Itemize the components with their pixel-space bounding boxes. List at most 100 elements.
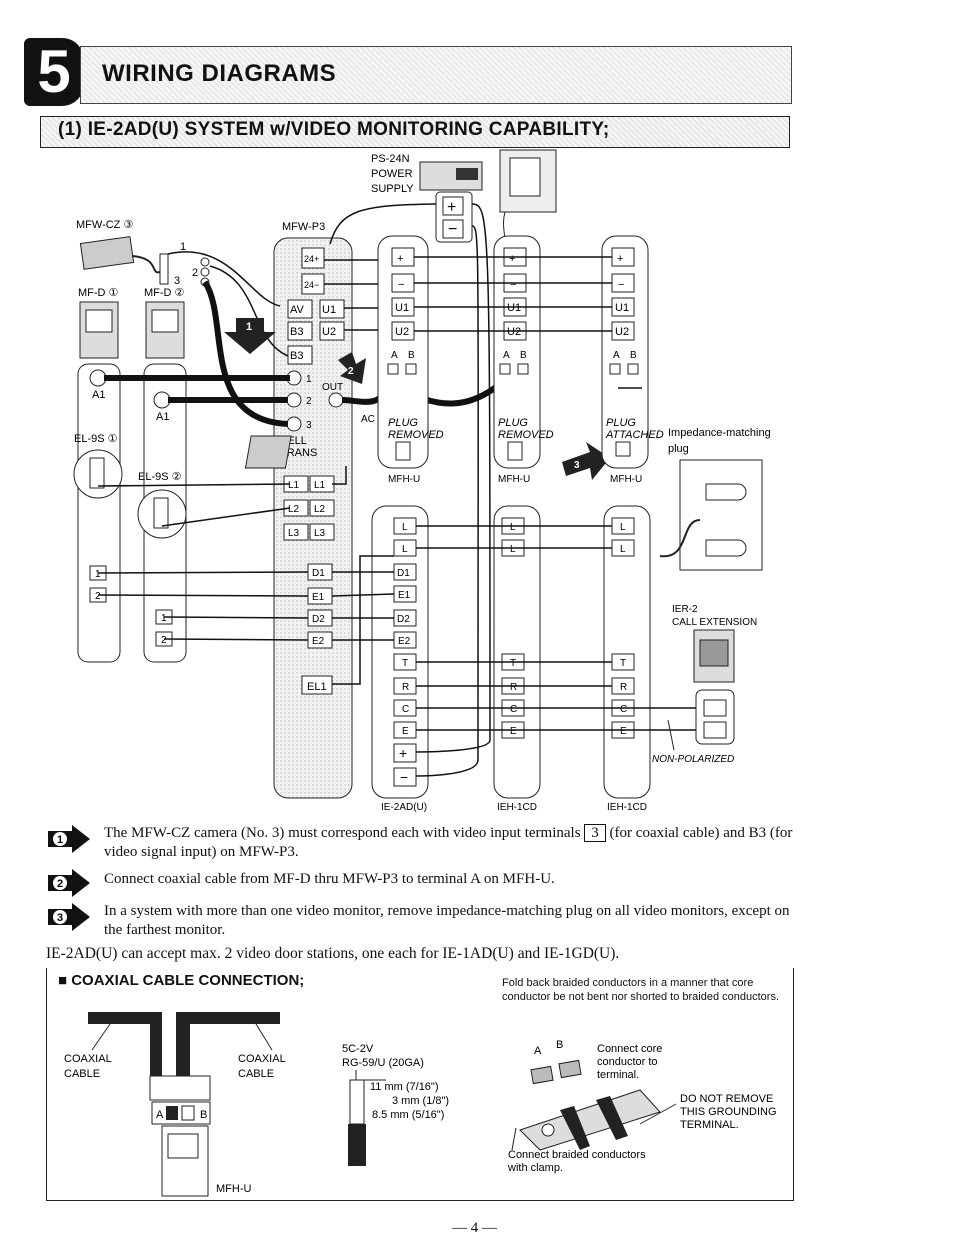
mfw-p3-label: MFW-P3	[282, 221, 325, 233]
camera-label: MFW-CZ ③	[76, 219, 133, 231]
ier2-label-1: IER-2	[672, 604, 698, 615]
mfw-b3-2: B3	[290, 350, 303, 362]
mfh2-u1: U1	[507, 302, 521, 314]
page-title: WIRING DIAGRAMS	[102, 60, 337, 87]
coax-right-label-2: CABLE	[238, 1068, 274, 1080]
ier2-label-2: CALL EXTENSION	[672, 617, 757, 628]
station-2-a1: A1	[156, 411, 169, 423]
page-number: — 4 —	[452, 1220, 497, 1236]
mfh3-plug: PLUG	[606, 417, 636, 429]
mfw-av: AV	[290, 304, 305, 316]
arrow-num-2: 2	[348, 366, 354, 377]
el9s-1-label: EL-9S ①	[74, 433, 118, 445]
el9s-2-term-2: 2	[161, 635, 167, 646]
mfh1-b: B	[408, 350, 415, 361]
coax-b-label: B	[200, 1109, 207, 1121]
terminal-block-drawing	[519, 1059, 661, 1151]
note-arrow-1-icon: 1	[48, 825, 90, 853]
mfw-l3-b: L3	[314, 528, 326, 539]
ieh2-e: E	[620, 726, 627, 737]
mfh-u-3	[601, 235, 649, 469]
ie2ad-d1: D1	[397, 568, 410, 579]
el9s-1-term-2: 2	[95, 591, 101, 602]
ieh1-c: C	[510, 704, 517, 715]
terminal-b-label: B	[556, 1039, 563, 1051]
coax-cable-shape	[88, 1012, 280, 1086]
mfh3-a: A	[613, 350, 620, 361]
note-1-text-b: (for coaxial cable) and B3 (for video si…	[104, 825, 793, 860]
station-1-a1: A1	[92, 389, 105, 401]
mfh1-a: A	[391, 350, 398, 361]
ie2ad-e1: E1	[398, 590, 411, 601]
coax-spec-1: 5C-2V	[342, 1043, 374, 1055]
power-model-label: PS-24N	[371, 153, 410, 165]
core-note-1: Connect core	[597, 1043, 662, 1055]
mfh2-a: A	[503, 350, 510, 361]
mfw-u1: U1	[322, 304, 336, 316]
mfw-coax-2: 2	[306, 396, 312, 407]
cable-num-3: 3	[174, 275, 180, 287]
coax-right-label-1: COAXIAL	[238, 1053, 286, 1065]
ieh1-l-1: L	[510, 522, 516, 533]
coax-dim-1: 11 mm (7/16")	[370, 1081, 439, 1093]
ie2ad-e2: E2	[398, 636, 411, 647]
coax-dim-3: 8.5 mm (5/16")	[372, 1109, 444, 1121]
capacity-note: IE-2AD(U) can accept max. 2 video door s…	[46, 945, 620, 962]
mfw-ac-label: AC	[361, 414, 375, 425]
mfw-d1: D1	[312, 568, 325, 579]
ie-2ad-u-label: IE-2AD(U)	[381, 802, 427, 813]
mfh1-plug: PLUG	[388, 417, 418, 429]
mfh3-u1: U1	[615, 302, 629, 314]
mfw-l1-b: L1	[314, 480, 326, 491]
section-number-badge: 5	[24, 38, 84, 106]
non-polarized-label: NON-POLARIZED	[652, 754, 734, 765]
ie2ad-l-2: L	[402, 544, 408, 555]
ieh2-r: R	[620, 682, 627, 693]
ieh1-r: R	[510, 682, 517, 693]
mfw-l2-b: L2	[314, 504, 326, 515]
arrow-3	[562, 442, 610, 480]
coax-title: ■ COAXIAL CABLE CONNECTION;	[58, 972, 305, 989]
el9s-1-term-1: 1	[95, 569, 101, 580]
mfw-e1: E1	[312, 592, 325, 603]
power-plus-label: +	[447, 199, 456, 216]
power-label-line1: POWER	[371, 168, 413, 180]
note-2-num: 2	[57, 878, 63, 890]
ieh2-l-1: L	[620, 522, 626, 533]
terminal-a-label: A	[534, 1045, 542, 1057]
ieh2-c: C	[620, 704, 627, 715]
ie2ad-e: E	[402, 726, 409, 737]
ie2ad-plus: +	[399, 745, 407, 761]
ground-note-1: DO NOT REMOVE	[680, 1093, 773, 1105]
ie2ad-minus: −	[400, 769, 408, 785]
coax-description: Fold back braided conductors in a manner…	[502, 977, 780, 1003]
coax-dim-2: 3 mm (1/8")	[392, 1095, 449, 1107]
mfw-l1-a: L1	[288, 480, 300, 491]
ie2ad-d2: D2	[397, 614, 410, 625]
mfh2-u2: U2	[507, 326, 521, 338]
mfw-d2: D2	[312, 614, 325, 625]
station-plate-1	[77, 363, 121, 663]
cable-num-2: 2	[192, 267, 198, 279]
mfw-el1: EL1	[307, 681, 327, 693]
ieh1-t: T	[510, 658, 516, 669]
mfh2-minus: −	[510, 279, 516, 291]
mfh3-b: B	[630, 350, 637, 361]
ieh-1cd-label-2: IEH-1CD	[607, 802, 647, 813]
mfh1-minus: −	[398, 279, 404, 291]
note-3-text: In a system with more than one video mon…	[104, 903, 790, 938]
ieh1-l-2: L	[510, 544, 516, 555]
mfw-24-minus: 24−	[304, 280, 319, 290]
ieh1-e: E	[510, 726, 517, 737]
mfh2-plug: PLUG	[498, 417, 528, 429]
page-subtitle: (1) IE-2AD(U) SYSTEM w/VIDEO MONITORING …	[58, 119, 610, 140]
wiring-diagram: PS-24N POWER SUPPLY + − MFW-CZ ③ 1 2 3 M…	[73, 149, 771, 813]
mfh1-removed: REMOVED	[388, 429, 444, 441]
mfh3-label: MFH-U	[610, 474, 642, 485]
power-minus-label: −	[448, 221, 457, 238]
power-label-line2: SUPPLY	[371, 183, 414, 195]
mfh1-u2: U2	[395, 326, 409, 338]
impedance-label-2: plug	[668, 443, 689, 455]
ieh2-l-2: L	[620, 544, 626, 555]
mfh3-plus: +	[617, 253, 623, 265]
